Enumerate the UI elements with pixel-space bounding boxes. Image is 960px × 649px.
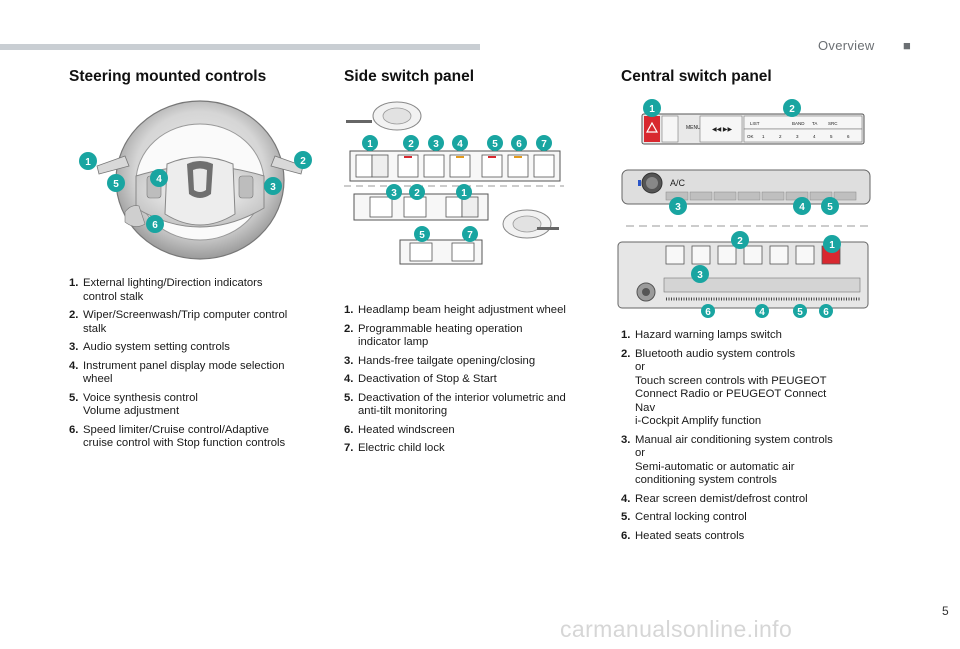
svg-text:3: 3 xyxy=(270,182,276,193)
steering-wheel-illustration: 1 2 3 4 5 6 xyxy=(79,100,312,260)
central-item-3: 3.Manual air conditioning system control… xyxy=(621,433,833,487)
steering-section-title: Steering mounted controls xyxy=(69,68,267,85)
svg-text:1: 1 xyxy=(461,188,467,199)
svg-text:5: 5 xyxy=(830,134,833,139)
central-section-title: Central switch panel xyxy=(621,68,772,85)
steering-badge-6: 6 xyxy=(146,215,164,233)
central-item-4: 4.Rear screen demist/defrost control xyxy=(621,492,808,505)
svg-text:6: 6 xyxy=(705,307,711,318)
svg-text:2: 2 xyxy=(779,134,782,139)
watermark: carmanualsonline.info xyxy=(560,616,793,642)
svg-text:◀◀ ▶▶: ◀◀ ▶▶ xyxy=(712,127,733,133)
svg-text:6: 6 xyxy=(516,139,522,150)
header-marker: ■ xyxy=(903,38,911,53)
svg-text:MENU: MENU xyxy=(686,125,701,131)
svg-text:4: 4 xyxy=(156,174,162,185)
svg-text:2: 2 xyxy=(300,156,306,167)
svg-text:LIST: LIST xyxy=(750,121,760,126)
steering-badge-4: 4 xyxy=(150,169,168,187)
steering-badge-3: 3 xyxy=(264,177,282,195)
side-item-1: 1.Headlamp beam height adjustment wheel xyxy=(344,304,566,316)
svg-text:7: 7 xyxy=(541,139,547,150)
steering-item-2: 2.Wiper/Screenwash/Trip computer control… xyxy=(69,309,288,335)
svg-text:A/C: A/C xyxy=(670,178,686,188)
steering-badge-1: 1 xyxy=(79,152,97,170)
svg-text:4: 4 xyxy=(457,139,463,150)
steering-item-3: 3.Audio system setting controls xyxy=(69,341,230,353)
side-item-3: 3.Hands-free tailgate opening/closing xyxy=(344,354,536,367)
svg-text:3: 3 xyxy=(391,188,397,199)
svg-text:2: 2 xyxy=(789,104,795,115)
svg-text:SRC: SRC xyxy=(828,121,838,126)
svg-text:6: 6 xyxy=(823,307,829,318)
svg-text:2: 2 xyxy=(414,188,420,199)
steering-item-5: 5.Voice synthesis control Volume adjustm… xyxy=(69,391,198,418)
svg-text:4: 4 xyxy=(813,134,816,139)
svg-text:3: 3 xyxy=(433,139,439,150)
steering-item-1: 1.External lighting/Direction indicators… xyxy=(69,277,263,303)
steering-item-4: 4.Instrument panel display mode selectio… xyxy=(69,359,285,386)
side-item-7: 7.Electric child lock xyxy=(344,442,445,454)
central-item-6: 6.Heated seats controls xyxy=(621,529,745,542)
svg-text:6: 6 xyxy=(152,220,158,231)
svg-text:3: 3 xyxy=(796,134,799,139)
central-item-5: 5.Central locking control xyxy=(621,511,747,523)
svg-text:1: 1 xyxy=(829,240,835,251)
svg-text:1: 1 xyxy=(367,139,373,150)
steering-badge-2: 2 xyxy=(294,151,312,169)
central-item-2: 2.Bluetooth audio system controls or Tou… xyxy=(621,347,827,428)
svg-text:3: 3 xyxy=(675,202,681,213)
page-number: 5 xyxy=(942,604,949,618)
svg-text:5: 5 xyxy=(827,202,833,213)
svg-text:5: 5 xyxy=(113,179,119,190)
svg-text:TA: TA xyxy=(812,121,817,126)
svg-text:2: 2 xyxy=(737,236,743,247)
central-legend: 1.Hazard warning lamps switch 2.Bluetoot… xyxy=(621,329,891,548)
svg-text:1: 1 xyxy=(85,157,91,168)
svg-text:1: 1 xyxy=(649,104,655,115)
svg-text:7: 7 xyxy=(467,230,473,241)
steering-item-6: 6.Speed limiter/Cruise control/Adaptive … xyxy=(69,423,286,450)
svg-text:OK: OK xyxy=(747,134,754,139)
svg-text:1: 1 xyxy=(762,134,765,139)
svg-text:5: 5 xyxy=(492,139,498,150)
header-bar xyxy=(0,44,480,50)
svg-text:5: 5 xyxy=(797,307,803,318)
header-title: Overview xyxy=(818,38,875,53)
side-item-5: 5.Deactivation of the interior volumetri… xyxy=(344,391,566,418)
side-item-6: 6.Heated windscreen xyxy=(344,423,455,436)
steering-badge-5: 5 xyxy=(107,174,125,192)
central-item-1: 1.Hazard warning lamps switch xyxy=(621,329,782,341)
side-switch-illustration: 1 2 3 4 5 6 7 3 2 1 5 7 xyxy=(344,101,564,265)
side-item-4: 4.Deactivation of Stop & Start xyxy=(344,373,497,385)
svg-text:3: 3 xyxy=(697,270,703,281)
steering-legend: 1.External lighting/Direction indicators… xyxy=(69,277,331,456)
svg-text:4: 4 xyxy=(759,307,765,318)
side-legend: 1.Headlamp beam height adjustment wheel … xyxy=(344,304,606,461)
side-item-2: 2.Programmable heating operation indicat… xyxy=(344,322,523,349)
central-switch-illustration: MENU ◀◀ ▶▶ LIST BAND TA SRC OK 1 2 3 4 5… xyxy=(617,99,871,318)
svg-text:4: 4 xyxy=(799,202,805,213)
svg-text:6: 6 xyxy=(847,134,850,139)
svg-text:BAND: BAND xyxy=(792,121,805,126)
side-section-title: Side switch panel xyxy=(344,68,475,85)
svg-text:2: 2 xyxy=(408,139,414,150)
svg-text:5: 5 xyxy=(419,230,425,241)
